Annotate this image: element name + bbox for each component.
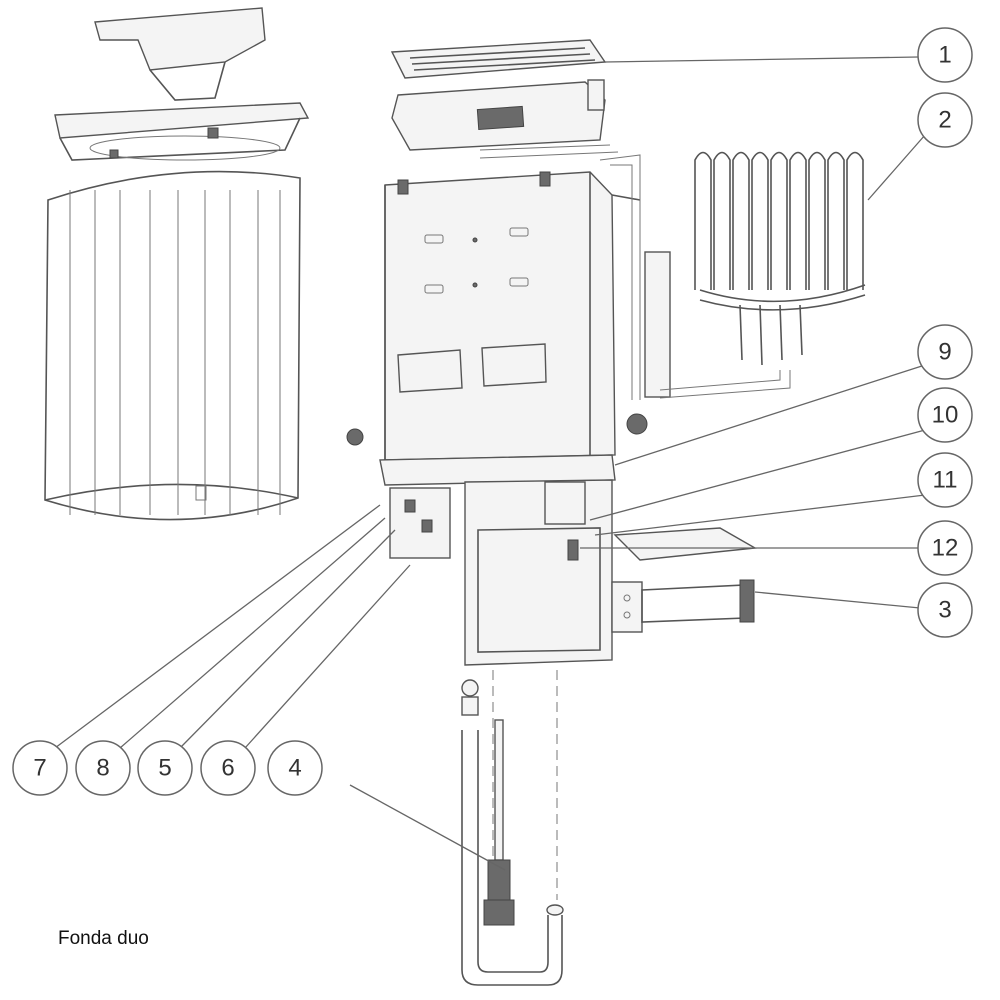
callout-1: 1 [917, 27, 973, 83]
svg-text:5: 5 [158, 755, 171, 782]
svg-text:7: 7 [33, 755, 46, 782]
svg-text:4: 4 [288, 755, 301, 782]
callout-7: 7 [12, 740, 68, 796]
callout-3: 3 [917, 582, 973, 638]
svg-text:3: 3 [938, 597, 951, 624]
svg-text:2: 2 [938, 107, 951, 134]
svg-text:9: 9 [938, 339, 951, 366]
svg-text:11: 11 [933, 467, 958, 494]
callout-6: 6 [200, 740, 256, 796]
callout-12: 12 [917, 520, 973, 576]
tank-body [346, 144, 671, 461]
callout-11: 11 [917, 452, 973, 508]
callout-5: 5 [137, 740, 193, 796]
callout-10: 10 [917, 387, 973, 443]
part-1-top-grille [390, 39, 607, 151]
callout-9: 9 [917, 324, 973, 380]
callout-4: 4 [267, 740, 323, 796]
callout-2: 2 [917, 92, 973, 148]
callout-8: 8 [75, 740, 131, 796]
svg-text:8: 8 [96, 755, 109, 782]
control-base [379, 454, 758, 666]
outer-casing [44, 170, 301, 521]
svg-text:10: 10 [932, 402, 959, 429]
diagram-caption: Fonda duo [58, 928, 149, 949]
part-4-rod-and-hose [461, 670, 564, 986]
part-2-heating-coil [659, 151, 866, 399]
svg-text:1: 1 [938, 42, 951, 69]
lid-assembly [54, 7, 310, 161]
leader-lines [54, 56, 926, 871]
svg-text:6: 6 [221, 755, 234, 782]
svg-text:12: 12 [932, 535, 959, 562]
